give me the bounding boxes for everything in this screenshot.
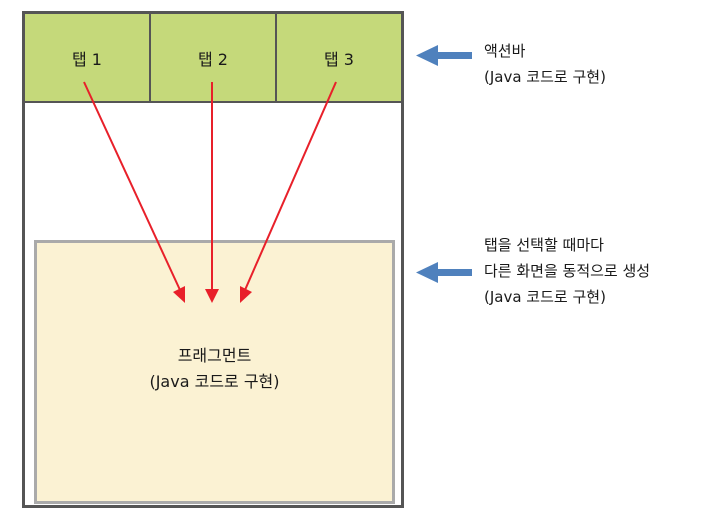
fragment-area: 프래그먼트 (Java 코드로 구현) — [34, 240, 395, 504]
fragment-subtitle: (Java 코드로 구현) — [149, 372, 280, 391]
arrow-tab3-head — [240, 286, 252, 303]
actionbar-annotation-title: 액션바 — [484, 42, 526, 60]
arrow-tab1-head — [173, 286, 185, 303]
red-arrows — [83, 81, 337, 303]
arrow-tab1-to-fragment — [83, 81, 181, 291]
actionbar-arrow-shaft — [436, 52, 472, 59]
actionbar-annotation: 액션바 (Java 코드로 구현) — [484, 38, 606, 90]
fragment-arrow-head — [416, 262, 438, 283]
fragment-label: 프래그먼트 (Java 코드로 구현) — [37, 343, 392, 395]
actionbar-annotation-subtitle: (Java 코드로 구현) — [484, 68, 606, 86]
fragment-annotation-line1: 탭을 선택할 때마다 — [484, 236, 604, 254]
blue-arrows — [416, 45, 472, 283]
fragment-title: 프래그먼트 — [177, 346, 252, 365]
arrow-tab2-head — [205, 289, 219, 303]
tab-3-label: 탭 3 — [324, 49, 354, 69]
tab-2[interactable]: 탭 2 — [151, 14, 277, 101]
tab-1-label: 탭 1 — [72, 49, 102, 69]
tab-2-label: 탭 2 — [198, 49, 228, 69]
tab-1[interactable]: 탭 1 — [25, 14, 151, 101]
arrow-tab3-to-fragment — [244, 81, 337, 291]
tab-3[interactable]: 탭 3 — [277, 14, 401, 101]
fragment-arrow-shaft — [436, 269, 472, 276]
actionbar-arrow-head — [416, 45, 438, 66]
fragment-annotation-line2: 다른 화면을 동적으로 생성 — [484, 262, 651, 280]
fragment-annotation: 탭을 선택할 때마다 다른 화면을 동적으로 생성 (Java 코드로 구현) — [484, 232, 650, 310]
fragment-annotation-line3: (Java 코드로 구현) — [484, 288, 606, 306]
